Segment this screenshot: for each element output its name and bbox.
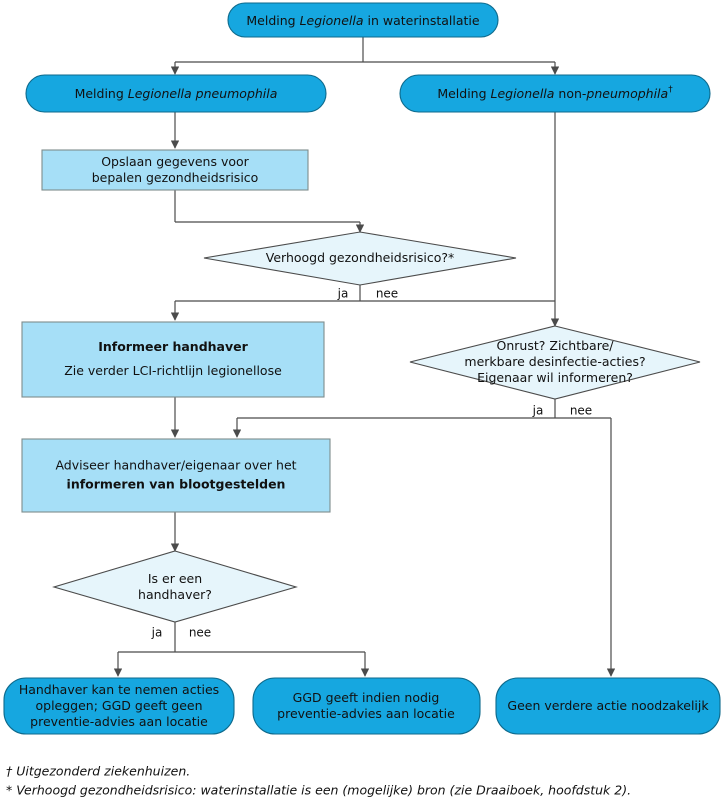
- node-onrust-label: Onrust? Zichtbare/merkbare desinfectie-a…: [464, 338, 645, 385]
- node-pneumophila-label: Melding Legionella pneumophila: [75, 86, 278, 101]
- branch-label-handhaver-ja: ja: [151, 626, 163, 640]
- footnote-dagger: † Uitgezonderd ziekenhuizen.: [6, 764, 190, 779]
- node-geen-actie-shape[interactable]: [495, 677, 721, 735]
- node-non-pneumophila[interactable]: Melding Legionella non-pneumophila†: [399, 74, 711, 113]
- branch-label-risico-ja: ja: [337, 287, 349, 301]
- node-is-handhaver-shape[interactable]: [52, 550, 298, 623]
- node-pneumophila[interactable]: Melding Legionella pneumophila: [25, 74, 327, 113]
- edges: [113, 37, 616, 677]
- node-geen-actie[interactable]: Geen verdere actie noodzakelijk: [495, 677, 721, 735]
- branch-label-handhaver-nee: nee: [189, 626, 211, 640]
- node-handhaver-acties-shape[interactable]: [3, 677, 235, 735]
- node-adviseer-shape[interactable]: [21, 438, 331, 513]
- node-verhoogd-risico-shape[interactable]: [203, 231, 517, 286]
- node-opslaan-shape[interactable]: [41, 149, 309, 191]
- branch-label-onrust-ja: ja: [532, 404, 544, 418]
- node-onrust-shape[interactable]: [409, 325, 701, 400]
- footnote-asterisk: * Verhoogd gezondheidsrisico: waterinsta…: [6, 783, 631, 798]
- node-pneumophila-shape[interactable]: [25, 74, 327, 113]
- branch-label-risico-nee: nee: [376, 287, 398, 301]
- node-start[interactable]: Melding Legionella in waterinstallatie: [227, 2, 499, 38]
- node-non-pneumophila-shape[interactable]: [399, 74, 711, 113]
- node-start-label: Melding Legionella in waterinstallatie: [246, 13, 480, 28]
- node-start-shape[interactable]: [227, 2, 499, 38]
- node-ggd-advies-shape[interactable]: [252, 677, 481, 735]
- node-verhoogd-risico[interactable]: Verhoogd gezondheidsrisico?*: [203, 231, 517, 286]
- node-informeer-handhaver-shape[interactable]: [21, 321, 325, 398]
- node-verhoogd-risico-label: Verhoogd gezondheidsrisico?*: [266, 250, 454, 265]
- node-geen-actie-label: Geen verdere actie noodzakelijk: [507, 698, 709, 713]
- branch-label-onrust-nee: nee: [570, 404, 592, 418]
- node-onrust[interactable]: Onrust? Zichtbare/merkbare desinfectie-a…: [409, 325, 701, 400]
- node-non-pneumophila-label: Melding Legionella non-pneumophila†: [437, 85, 673, 101]
